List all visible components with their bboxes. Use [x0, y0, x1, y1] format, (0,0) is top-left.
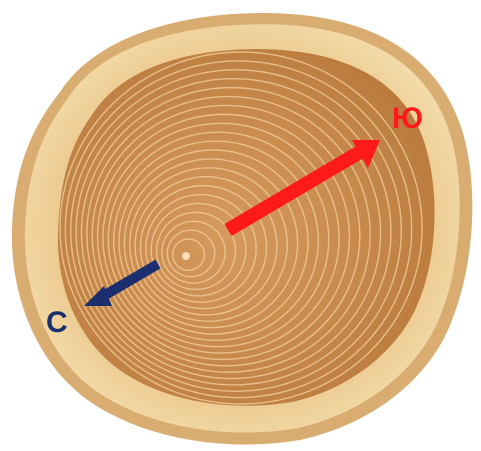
pith — [182, 252, 190, 260]
arrow-label-south: Ю — [392, 102, 423, 135]
arrow-label-north: С — [46, 306, 68, 339]
